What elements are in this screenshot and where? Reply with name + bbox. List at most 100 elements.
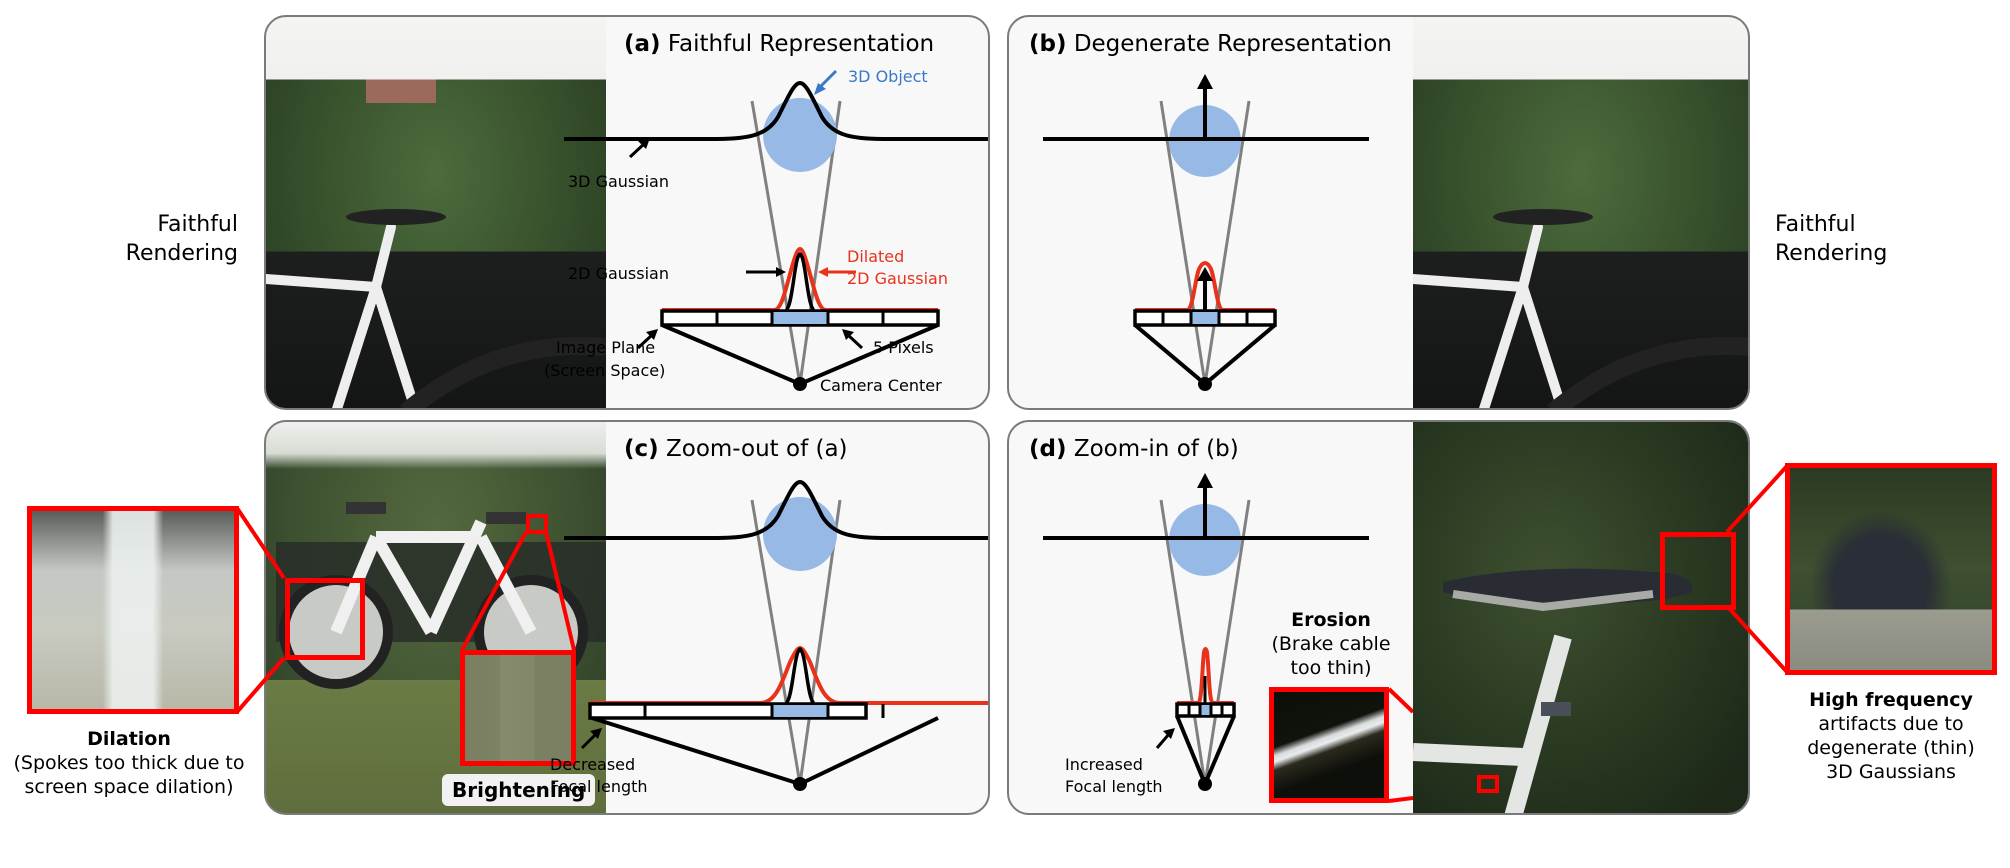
object-3d-circle <box>763 98 837 172</box>
erosion-zoom-inset <box>1269 687 1389 803</box>
label-dilated-2: 2D Gaussian <box>847 269 948 288</box>
arrow-image-plane <box>636 333 654 350</box>
panel-b-degenerate-representation: (b) Degenerate Representation <box>1007 15 1750 410</box>
dilation-caption: Dilation (Spokes too thick due to screen… <box>0 727 258 799</box>
object-3d-circle <box>763 497 837 571</box>
erosion-title: Erosion <box>1291 609 1371 631</box>
panel-letter: (b) <box>1029 31 1067 57</box>
arrow-head <box>776 267 786 277</box>
label-image-plane-2: (Screen Space) <box>544 361 665 380</box>
camera-center-dot <box>793 377 807 391</box>
dilated-2d-gaussian-curve <box>1135 261 1275 312</box>
bicycle-sketch <box>1408 209 1748 408</box>
arrow-head <box>814 83 826 95</box>
diagram-d: Increased Focal length <box>1043 473 1413 803</box>
bicycle-sketch <box>266 209 607 408</box>
label-dilated-1: Dilated <box>847 247 904 266</box>
label-3d-object: 3D Object <box>848 67 928 86</box>
caption-line: screen space dilation) <box>24 776 234 798</box>
bicycle-photo-zoom-in <box>1412 422 1748 813</box>
center-pixel <box>773 312 827 324</box>
panel-c-title: (c) Zoom-out of (a) <box>624 436 848 462</box>
panel-c-zoom-out: Brightening (c) Zoom-out of (a) Decrease… <box>264 420 990 815</box>
frustum-right <box>1203 323 1277 386</box>
center-pixel <box>1191 312 1219 324</box>
diagram-b <box>1043 74 1369 391</box>
label-line: Faithful <box>1775 212 1856 237</box>
frustum-right <box>1203 715 1236 785</box>
gaussian-2d-curve <box>784 252 816 312</box>
panel-title-text: Zoom-in of (b) <box>1073 436 1239 462</box>
arrow-focal-length <box>1155 733 1171 749</box>
erosion-caption: Erosion (Brake cable too thin) <box>1267 608 1395 680</box>
gaussian-3d-curve <box>564 80 988 141</box>
label-decreased: Decreased <box>550 755 635 774</box>
arrow-head <box>638 138 650 149</box>
caption-line: 3D Gaussians <box>1826 761 1956 783</box>
frustum-left <box>661 323 801 386</box>
label-focal-length: Focal length <box>1065 777 1163 796</box>
arrow-3d-gaussian <box>628 142 646 159</box>
erosion-source-box <box>1477 775 1499 793</box>
dilation-zoom-inset <box>27 506 239 714</box>
arrow-head <box>818 267 828 277</box>
caption-line: too thin) <box>1290 657 1372 679</box>
faithful-rendering-label-left: Faithful Rendering <box>118 210 238 268</box>
panel-d-title: (d) Zoom-in of (b) <box>1029 436 1239 462</box>
frustum-right <box>799 323 939 386</box>
gaussian-2d-curve <box>784 647 816 705</box>
brightening-zoom-inset <box>460 650 576 766</box>
diagram-a: 3D Object 3D Gaussian 2D Gaussian Dilate… <box>544 67 988 395</box>
spike-arrow-head <box>1197 74 1213 89</box>
dilated-2d-gaussian-curve <box>1177 647 1234 705</box>
panel-b-title: (b) Degenerate Representation <box>1029 31 1392 57</box>
panel-title-text: Zoom-out of (a) <box>665 436 848 462</box>
faithful-rendering-label-right: Faithful Rendering <box>1775 210 1915 268</box>
bicycle-photo-faithful-right <box>1408 17 1748 408</box>
camera-center-dot <box>1198 777 1212 791</box>
high-frequency-zoom-inset <box>1785 463 1997 675</box>
bicycle-photo-faithful <box>266 17 607 408</box>
frustum-left <box>1175 715 1207 785</box>
arrow-head <box>590 728 602 739</box>
center-pixel <box>1200 705 1211 715</box>
arrow-head <box>646 329 658 340</box>
ray-left <box>1159 100 1207 385</box>
ray-left <box>1159 499 1207 785</box>
dilated-2d-gaussian-curve <box>662 246 938 312</box>
panel-title-text: Faithful Representation <box>667 31 935 57</box>
center-pixel <box>773 705 827 717</box>
brightening-badge: Brightening <box>442 774 596 806</box>
panel-letter: (c) <box>624 436 659 462</box>
dilation-title: Dilation <box>87 728 171 750</box>
label-line: Rendering <box>125 241 238 266</box>
label-3d-gaussian: 3D Gaussian <box>568 172 669 191</box>
ray-right <box>1203 100 1251 385</box>
arrow-focal-length <box>580 732 598 750</box>
caption-line: (Spokes too thick due to <box>13 752 245 774</box>
panel-title-text: Degenerate Representation <box>1073 31 1392 57</box>
arrow-head <box>842 329 854 340</box>
label-line: Rendering <box>1775 241 1888 266</box>
panel-letter: (a) <box>624 31 661 57</box>
ray-right <box>1203 499 1251 785</box>
frustum-right <box>799 716 939 786</box>
gaussian-3d-curve <box>564 479 988 540</box>
ray-left <box>750 100 802 385</box>
high-frequency-source-box <box>1660 532 1736 610</box>
erosion-connector <box>1387 687 1413 714</box>
camera-center-dot <box>793 777 807 791</box>
dilation-source-box <box>285 578 365 660</box>
label-increased: Increased <box>1065 755 1143 774</box>
spike-arrow-head <box>1197 267 1213 281</box>
diagram-c: Decreased Focal length <box>550 479 988 796</box>
ray-left <box>750 499 802 785</box>
caption-line: (Brake cable <box>1271 633 1391 655</box>
spike-arrow-head <box>1197 473 1213 488</box>
caption-line: degenerate (thin) <box>1807 737 1975 759</box>
frustum-left <box>1133 323 1207 386</box>
high-frequency-title: High frequency <box>1809 689 1973 711</box>
label-focal-length: Focal length <box>550 777 648 796</box>
panel-a-title: (a) Faithful Representation <box>624 31 934 57</box>
panel-letter: (d) <box>1029 436 1067 462</box>
